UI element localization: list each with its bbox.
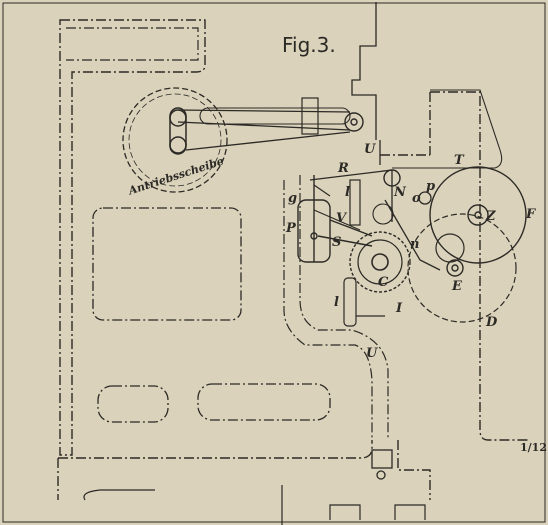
pulley-crank bbox=[169, 107, 187, 155]
label-Z: Z bbox=[485, 209, 496, 224]
wheel-Z-hub bbox=[474, 211, 482, 219]
label-g: g bbox=[288, 191, 297, 206]
frame-window-2 bbox=[97, 385, 169, 423]
wheel-E-core bbox=[451, 264, 459, 272]
rod-clamp bbox=[301, 97, 319, 135]
label-C: C bbox=[378, 275, 389, 290]
rod-pivot bbox=[344, 112, 364, 132]
label-S: S bbox=[332, 235, 341, 250]
label-l1: l bbox=[345, 185, 350, 200]
frame-window-1 bbox=[92, 207, 242, 321]
rod-T bbox=[392, 149, 503, 169]
frame-window-3 bbox=[197, 383, 331, 421]
arc-detail bbox=[372, 203, 394, 225]
label-I: I bbox=[395, 301, 403, 316]
machine-frame-outline bbox=[59, 19, 206, 456]
belt-line bbox=[430, 89, 501, 151]
upper-stand bbox=[351, 2, 377, 140]
pin-p bbox=[418, 191, 432, 205]
ratchet-wheel bbox=[349, 231, 411, 293]
frame-base-outline bbox=[57, 440, 431, 500]
column-arm-inner bbox=[299, 175, 389, 440]
drive-pulley bbox=[122, 87, 228, 193]
slide-P-link bbox=[313, 184, 361, 231]
ratchet-hub bbox=[371, 253, 389, 271]
wheel-E bbox=[446, 259, 464, 277]
bottom-fragment bbox=[83, 485, 426, 525]
wheel-F bbox=[429, 166, 527, 264]
rod-pivot-pin bbox=[350, 118, 358, 126]
slide-P-pin bbox=[310, 232, 318, 240]
wheel-D bbox=[407, 213, 517, 323]
label-U-bottom: U bbox=[366, 346, 378, 361]
label-F: F bbox=[525, 207, 536, 222]
label-R: R bbox=[337, 161, 349, 176]
lower-slide-l bbox=[343, 277, 357, 327]
bracket-bolt bbox=[376, 470, 386, 480]
pawl-pivot bbox=[383, 169, 401, 187]
wheel-Z bbox=[467, 204, 489, 226]
label-l2: l bbox=[334, 295, 339, 310]
label-U-top: U bbox=[364, 142, 376, 157]
rod-link bbox=[199, 107, 351, 125]
label-p: p bbox=[426, 179, 435, 194]
label-P: P bbox=[285, 221, 297, 236]
lever-VS bbox=[317, 219, 373, 247]
bottom-bracket bbox=[371, 449, 393, 469]
drive-pulley-inner bbox=[128, 93, 222, 187]
lever-l1-slide bbox=[349, 179, 361, 226]
scale-note: 1/12 r bbox=[520, 441, 548, 454]
label-N: N bbox=[393, 185, 407, 200]
wheel-E-outer bbox=[435, 233, 465, 263]
label-T: T bbox=[454, 153, 465, 168]
label-D: D bbox=[485, 315, 498, 330]
label-E: E bbox=[451, 279, 463, 294]
ratchet-inner bbox=[357, 239, 403, 285]
rod-R bbox=[309, 169, 393, 181]
label-o: o bbox=[412, 191, 421, 206]
label-n: n bbox=[410, 237, 419, 252]
connecting-rod bbox=[177, 109, 351, 151]
label-V: V bbox=[336, 211, 348, 226]
right-column-outline bbox=[380, 91, 530, 441]
pawl-N bbox=[384, 170, 441, 271]
frame-inner-line bbox=[66, 27, 199, 61]
figure-title: Fig.3. bbox=[282, 33, 336, 57]
